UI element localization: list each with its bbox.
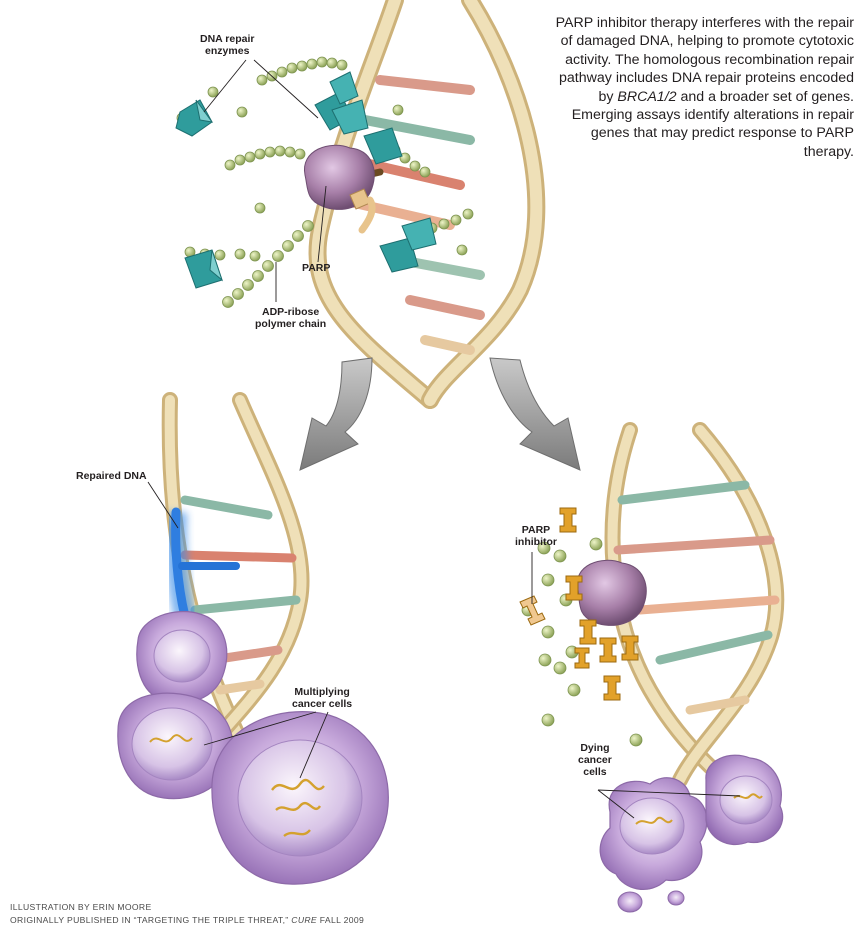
label-dna-repair-line2: enzymes xyxy=(205,45,250,57)
top-dna-helix xyxy=(308,0,546,409)
label-multiplying-cancer-cells: Multiplying cancer cells xyxy=(292,686,352,710)
label-dying-line2: cancer xyxy=(578,754,612,766)
label-adp-ribose: ADP-ribose polymer chain xyxy=(255,306,326,330)
multiplying-cancer-cells xyxy=(117,610,389,885)
label-inhibitor-line2: inhibitor xyxy=(515,536,557,548)
parp-protein-top xyxy=(304,144,384,234)
label-dna-repair-enzymes: DNA repair enzymes xyxy=(200,33,254,57)
leader-lines xyxy=(147,59,741,819)
intro-text-part1: PARP inhibitor therapy interferes with t… xyxy=(555,15,854,105)
repaired-dna-helix xyxy=(161,392,310,788)
label-repaired-dna: Repaired DNA xyxy=(76,470,147,482)
right-pathway-arrow xyxy=(489,357,581,471)
label-dying-line3: cells xyxy=(583,766,607,778)
label-adp-line1: ADP-ribose xyxy=(262,306,320,318)
credit-publication: CURE xyxy=(291,915,318,925)
dna-repair-enzymes xyxy=(175,71,437,289)
intro-text-part2: and a broader set of genes. Emerging ass… xyxy=(571,88,854,160)
label-multiplying-line2: cancer cells xyxy=(292,698,353,710)
label-dying-line1: Dying xyxy=(580,742,610,754)
illustration-credit: ILLUSTRATION BY ERIN MOORE ORIGINALLY PU… xyxy=(10,901,364,927)
intro-gene-name: BRCA1/2 xyxy=(617,88,677,105)
credit-line2: ORIGINALLY PUBLISHED IN “TARGETING THE T… xyxy=(10,914,364,927)
parp-inhibitor-molecules xyxy=(519,507,639,701)
intro-paragraph: PARP inhibitor therapy interferes with t… xyxy=(554,14,854,161)
label-dying-cancer-cells: Dying cancer cells xyxy=(578,742,612,778)
label-parp-inhibitor: PARP inhibitor xyxy=(515,524,557,548)
label-dna-repair-line1: DNA repair xyxy=(200,33,255,45)
credit-line2-end: FALL 2009 xyxy=(317,915,365,925)
label-adp-line2: polymer chain xyxy=(255,318,327,330)
label-parp: PARP xyxy=(302,262,331,274)
credit-line1: ILLUSTRATION BY ERIN MOORE xyxy=(10,902,152,912)
label-multiplying-line1: Multiplying xyxy=(294,686,350,698)
dying-cancer-cells xyxy=(599,754,784,913)
parp-protein-inhibited xyxy=(576,559,647,626)
left-pathway-arrow xyxy=(299,357,373,471)
label-inhibitor-line1: PARP xyxy=(521,524,551,536)
credit-line2-start: ORIGINALLY PUBLISHED IN “TARGETING THE T… xyxy=(10,915,292,925)
